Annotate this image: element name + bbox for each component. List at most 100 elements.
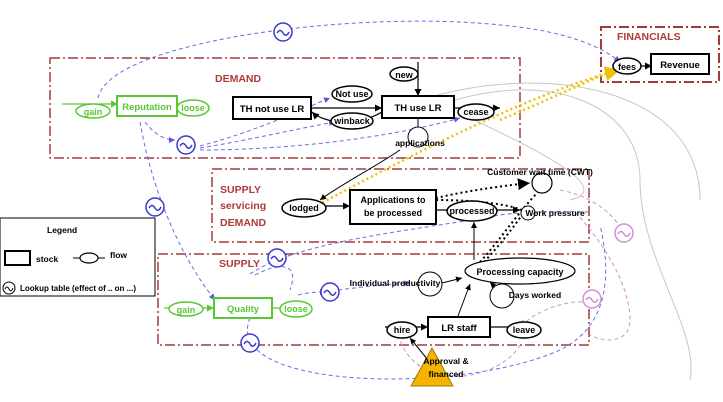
processed-flow — [446, 200, 498, 222]
legend-flow-label: flow — [110, 250, 127, 260]
lookup-icon-left — [145, 197, 165, 217]
applications-stock-label-1: Applications to — [361, 195, 427, 205]
applications-to-lodged-link — [319, 149, 401, 201]
grey-curve-mid — [469, 117, 585, 201]
fees-label: fees — [618, 62, 636, 72]
approval-triangle — [410, 346, 454, 387]
reputation-gain-flow — [75, 103, 111, 119]
lookup-to-winback-link — [199, 120, 336, 149]
work-pressure-quality-link — [249, 211, 589, 275]
lookup-icon-pink-supply — [582, 289, 602, 309]
th-use-lr-stock — [381, 95, 455, 119]
demand-sector — [49, 57, 521, 159]
legend-title: Legend — [47, 225, 77, 235]
reputation-label: Reputation — [122, 102, 172, 113]
lookup-to-cease-link — [199, 116, 461, 151]
reputation-loose-label: loose — [181, 103, 205, 113]
staff-to-capacity-link — [457, 283, 471, 317]
lookup-icon-top — [273, 22, 293, 42]
legend-lookup-icon — [2, 281, 16, 295]
winback-label: winback — [333, 116, 371, 126]
supply-title: SUPPLY — [219, 258, 260, 270]
quality-label: Quality — [227, 304, 260, 315]
days-worked-node — [489, 283, 515, 309]
quality-to-lookup-link — [297, 289, 327, 296]
reputation-loose-flow — [176, 99, 210, 117]
th-use-lr-label: TH use LR — [395, 103, 442, 114]
applications-stock-label-2: be processed — [364, 208, 422, 218]
quality-loose-flow — [279, 300, 313, 318]
leave-label: leave — [513, 325, 536, 335]
lookup-icon-productivity — [320, 282, 340, 302]
financials-sector — [600, 26, 720, 83]
supply-servicing-title-1: SUPPLY — [220, 184, 261, 196]
winback-flow — [330, 112, 374, 130]
demand-title: DEMAND — [215, 73, 261, 85]
quality-gain-label: gain — [177, 305, 196, 315]
quality-self-link — [254, 266, 293, 291]
applications-to-be-processed-stock — [349, 189, 437, 225]
apps-to-pressure-link — [435, 199, 523, 211]
approval-label-1: Approval & — [423, 356, 468, 366]
th-not-use-lr-label: TH not use LR — [240, 104, 305, 115]
individual-productivity-label: Individual productivity — [350, 278, 441, 288]
revenue-label: Revenue — [660, 60, 700, 71]
applications-label: applications — [395, 138, 445, 148]
lookup-icon-demand — [176, 135, 196, 155]
cease-to-fees-link — [499, 66, 621, 122]
lodged-label: lodged — [289, 203, 319, 213]
cwt-node — [531, 172, 553, 194]
quality-loop-link — [247, 224, 607, 380]
cwt-label: Customer wait time (CWT) — [487, 167, 593, 177]
hire-label: hire — [394, 325, 411, 335]
lookup-to-notuse-link — [199, 97, 331, 147]
processed-label: processed — [449, 206, 494, 216]
leave-flow — [506, 321, 542, 339]
legend-stock-label: stock — [36, 254, 58, 264]
work-pressure-label: Work pressure — [525, 208, 585, 218]
approval-to-hire-link — [409, 337, 429, 361]
hire-flow — [386, 321, 418, 339]
lookup-icon-bottom — [240, 333, 260, 353]
cease-label: cease — [463, 107, 488, 117]
legend-flow-symbol — [79, 252, 99, 264]
lookup-icon-quality — [267, 248, 287, 268]
revenue-stock — [650, 53, 710, 75]
grey-curve-top — [419, 82, 701, 201]
cease-flow — [457, 103, 495, 121]
days-worked-label: Days worked — [509, 290, 561, 300]
lodged-to-fees-link — [317, 66, 621, 207]
supply-servicing-title-2: servicing — [220, 200, 266, 212]
th-not-use-lr-stock — [232, 96, 312, 120]
leave-to-hire-link — [399, 339, 521, 377]
reputation-to-gain-link — [144, 121, 176, 143]
work-pressure-node — [520, 205, 536, 221]
fees-flow — [612, 57, 642, 75]
individual-productivity-node — [417, 271, 443, 297]
not-use-flow — [331, 85, 373, 103]
legend-lookup-label: Lookup table (effect of .. on ...) — [20, 284, 136, 293]
not-use-label: Not use — [335, 89, 368, 99]
quality-loose-label: loose — [284, 304, 308, 314]
new-flow — [389, 66, 419, 82]
lookup-icon-pink-right — [614, 223, 634, 243]
processing-capacity-node — [464, 257, 576, 285]
lodged-flow — [281, 198, 327, 218]
applications-node — [407, 126, 429, 148]
grey-curve-right — [454, 89, 692, 381]
supply-servicing-sector — [211, 168, 590, 243]
lookup-to-leave-link — [518, 301, 583, 327]
new-label: new — [395, 70, 414, 80]
reputation-to-fees-link — [97, 20, 621, 99]
pressure-to-leave-link — [574, 211, 631, 341]
supply-servicing-title-3: DEMAND — [220, 217, 266, 229]
capacity-to-pressure-link — [483, 214, 523, 263]
legend-stock-symbol — [4, 250, 31, 266]
approval-label-2: financed — [429, 369, 464, 379]
lr-staff-label: LR staff — [441, 323, 477, 334]
reputation-quality-link — [139, 121, 216, 301]
apps-to-cwt-link — [435, 178, 531, 199]
productivity-to-capacity-link — [441, 276, 463, 284]
